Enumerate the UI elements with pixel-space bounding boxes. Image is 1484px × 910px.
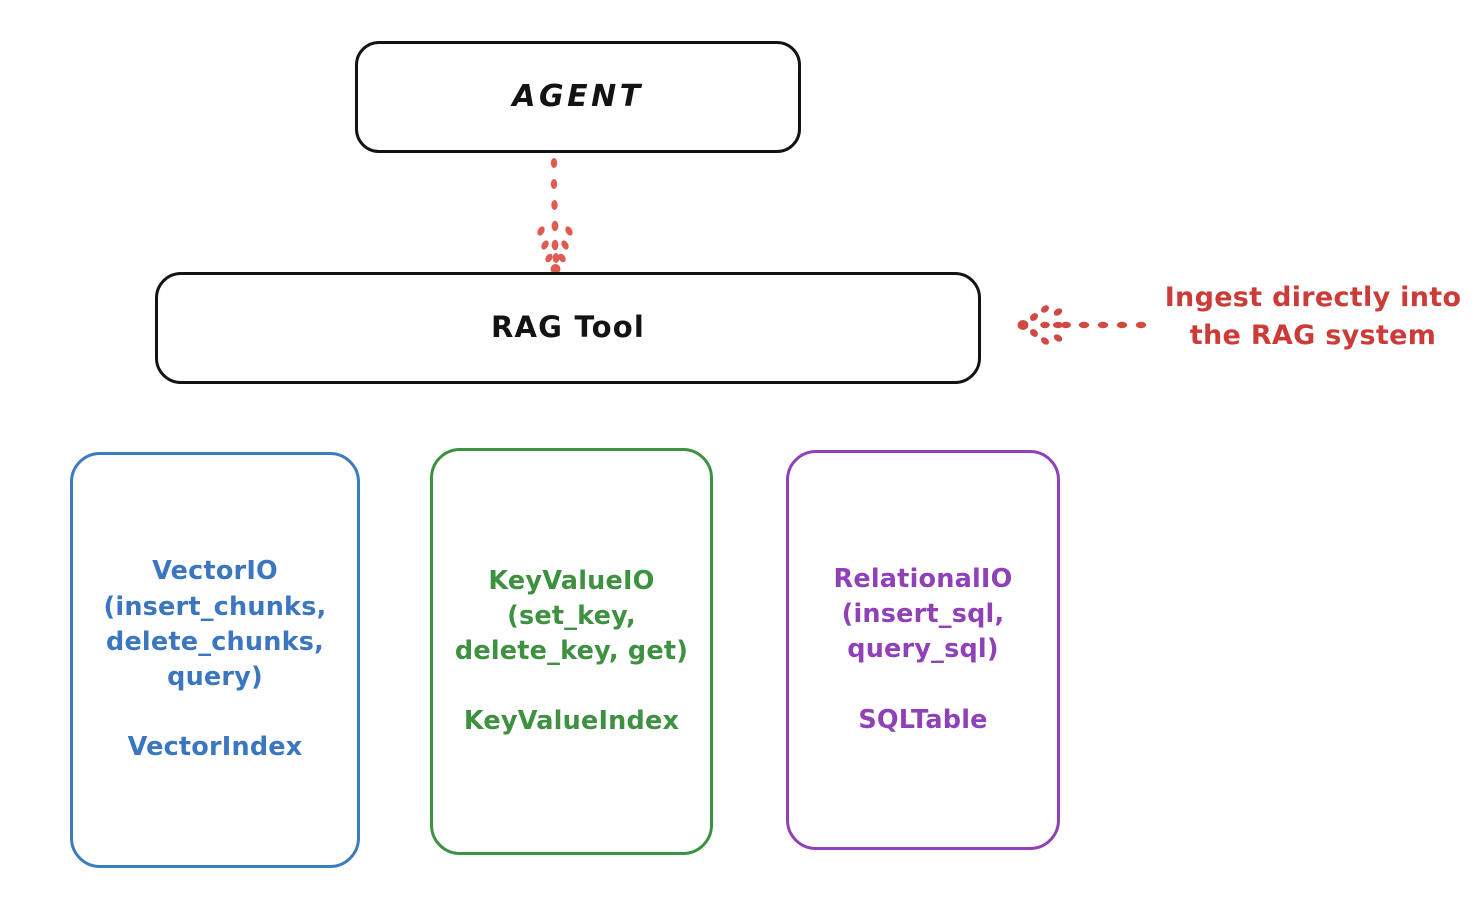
node-relational-io-label: RelationalIO (insert_sql, query_sql) SQL… bbox=[833, 564, 1013, 735]
node-key-value-io-label: KeyValueIO (set_key, delete_key, get) Ke… bbox=[454, 565, 689, 737]
node-vector-io-label: VectorIO (insert_chunks, delete_chunks, … bbox=[103, 556, 327, 763]
connector-ingest-to-rag-tool bbox=[1017, 305, 1147, 345]
node-agent-label: AGENT bbox=[512, 78, 644, 114]
node-vector-io[interactable]: VectorIO (insert_chunks, delete_chunks, … bbox=[70, 452, 360, 868]
connector-agent-to-rag-tool bbox=[537, 158, 573, 274]
node-rag-tool[interactable]: RAG Tool bbox=[155, 272, 981, 384]
node-key-value-io[interactable]: KeyValueIO (set_key, delete_key, get) Ke… bbox=[430, 448, 713, 855]
node-agent[interactable]: AGENT bbox=[355, 41, 801, 153]
node-relational-io[interactable]: RelationalIO (insert_sql, query_sql) SQL… bbox=[786, 450, 1060, 850]
annotation-ingest-note: Ingest directly into the RAG system bbox=[1164, 282, 1462, 352]
node-rag-tool-label: RAG Tool bbox=[491, 310, 645, 345]
